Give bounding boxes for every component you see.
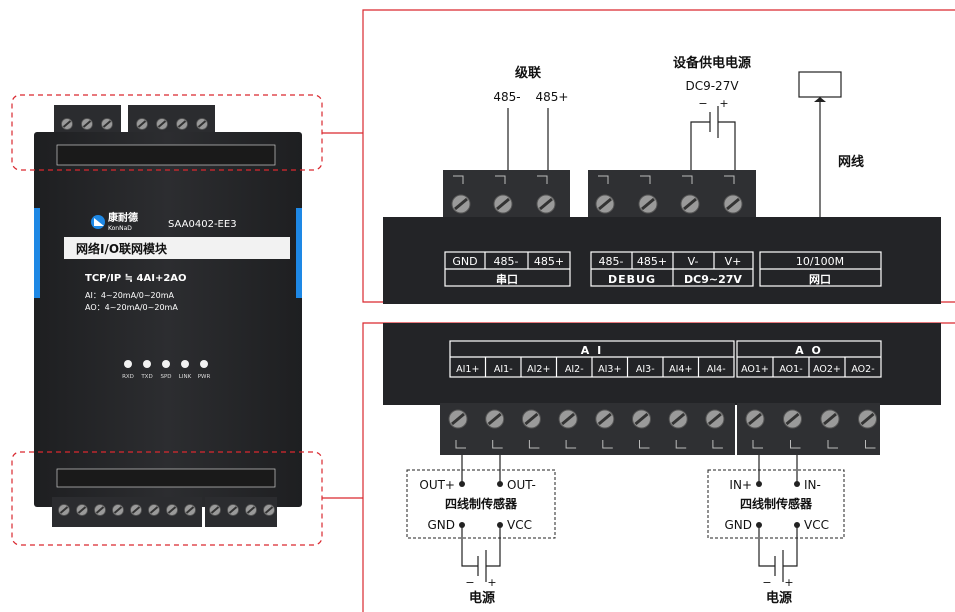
led-1: [143, 360, 151, 368]
top-terminal-4: 485+: [637, 255, 667, 268]
group-network: 网口: [809, 273, 831, 286]
ao-header: A O: [795, 344, 823, 357]
led-label-2: SPD: [160, 374, 171, 380]
ao-screw-3: [857, 408, 878, 430]
supply-left-minus: −: [465, 576, 474, 589]
ai-terminal-labels: AI1+ AI1- AI2+ AI2- AI3+ AI3- AI4+ AI4-: [456, 364, 726, 375]
sensor-right-gnd: GND: [724, 518, 752, 532]
top-terminal-5: V-: [688, 255, 699, 268]
cascade-pin-minus: 485-: [493, 90, 520, 104]
led-4: [200, 360, 208, 368]
top-terminal-3: 485-: [599, 255, 624, 268]
sensor-right-in-plus: IN+: [729, 478, 752, 492]
ao-terminal-0: AO1+: [741, 364, 769, 375]
ai-screw-2: [520, 408, 542, 430]
ao-screw-2: [819, 408, 841, 430]
ai-terminal-0: AI1+: [456, 364, 479, 375]
supply-left-label: 电源: [469, 590, 495, 606]
top-terminal-6: V+: [725, 255, 742, 268]
battery-icon: [690, 106, 736, 170]
supply-right-plus: +: [784, 576, 793, 589]
ai-terminal-1: AI1-: [494, 364, 513, 375]
spec-line1: TCP/IP ≒ 4AI+2AO: [85, 273, 187, 284]
led-2: [162, 360, 170, 368]
supply-battery-right-icon: [758, 525, 798, 582]
device-title: 网络I/O联网模块: [76, 241, 168, 256]
group-debug: DEBUG: [608, 273, 656, 286]
bottom-panel: A I A O AI1+ AI1- AI2+ AI2- AI3+ AI3- AI4+ AI4-…: [362, 322, 955, 612]
brand-cn: 康耐德: [108, 211, 138, 224]
ai-screw-7: [704, 408, 726, 430]
ao-terminal-labels: AO1+ AO1- AO2+ AO2-: [741, 364, 875, 375]
ai-terminal-5: AI3-: [636, 364, 655, 375]
supply-battery-left-icon: [461, 525, 501, 582]
ai-screw-4: [594, 408, 616, 430]
supply-right-minus: −: [762, 576, 771, 589]
sensor-left-name: 四线制传感器: [445, 496, 518, 511]
right-accent: [296, 208, 302, 298]
ai-screw-5: [631, 408, 652, 430]
top-terminal-1: 485-: [494, 255, 519, 268]
sensor-right-vcc: VCC: [804, 518, 829, 532]
ao-terminal-2: AO2+: [813, 364, 841, 375]
led-3: [181, 360, 189, 368]
top-terminal-2: 485+: [534, 255, 564, 268]
sensor-box-left: [406, 469, 556, 539]
group-power: DC9~27V: [684, 273, 742, 286]
device-body: [34, 132, 302, 507]
top-terminal-labels: GND 485- 485+ 485- 485+ V- V+ 10/100M: [452, 255, 844, 268]
power-plus: +: [719, 97, 728, 110]
power-minus: −: [698, 97, 707, 110]
spec-ao: AO：4~20mA/0~20mA: [85, 303, 178, 312]
network-port-icon: [798, 71, 842, 98]
brand-en: KonNaD: [108, 225, 132, 232]
power-range: DC9-27V: [685, 79, 739, 93]
power-label: 设备供电电源: [673, 55, 751, 71]
ai-terminal-6: AI4+: [669, 364, 692, 375]
led-0: [124, 360, 132, 368]
led-label-1: TXD: [140, 374, 152, 380]
sensor-left-out-plus: OUT+: [419, 478, 455, 492]
ao-screw-0: [744, 408, 766, 430]
left-accent: [34, 208, 40, 298]
supply-left-plus: +: [487, 576, 496, 589]
sensor-left-out-minus: OUT-: [507, 478, 536, 492]
ai-header: A I: [581, 344, 603, 357]
sensor-box-right: [707, 469, 845, 539]
cascade-label: 级联: [515, 65, 541, 81]
network-label: 网线: [838, 154, 864, 170]
ai-screw-0: [447, 408, 469, 430]
led-label-0: RXD: [122, 374, 134, 380]
ao-terminal-3: AO2-: [851, 364, 874, 375]
sensor-left-vcc: VCC: [507, 518, 532, 532]
ai-screw-1: [484, 408, 506, 430]
device-photo: 康耐德 KonNaD SAA0402-EE3 网络I/O联网模块 TCP/IP …: [34, 105, 302, 527]
top-terminal-0: GND: [452, 255, 477, 268]
ai-terminal-3: AI2-: [565, 364, 584, 375]
group-serial: 串口: [496, 272, 518, 286]
ai-terminal-2: AI2+: [527, 364, 550, 375]
cascade-pin-plus: 485+: [536, 90, 569, 104]
ao-terminal-1: AO1-: [779, 364, 802, 375]
ai-screw-6: [667, 408, 689, 430]
ai-screw-3: [557, 408, 579, 430]
led-label-3: LINK: [179, 374, 192, 380]
spec-ai: AI：4~20mA/0~20mA: [85, 291, 175, 300]
sensor-left-gnd: GND: [427, 518, 455, 532]
model-number: SAA0402-EE3: [168, 219, 237, 230]
top-terminal-7: 10/100M: [796, 255, 844, 268]
sensor-right-name: 四线制传感器: [740, 496, 813, 511]
led-label-4: PWR: [198, 374, 211, 380]
led-row: RXD TXD SPD LINK PWR: [122, 360, 210, 380]
ai-terminal-4: AI3+: [598, 364, 621, 375]
sensor-right-in-minus: IN-: [804, 478, 821, 492]
supply-right-label: 电源: [766, 590, 792, 606]
ai-terminal-7: AI4-: [707, 364, 726, 375]
ao-screw-1: [782, 408, 803, 430]
